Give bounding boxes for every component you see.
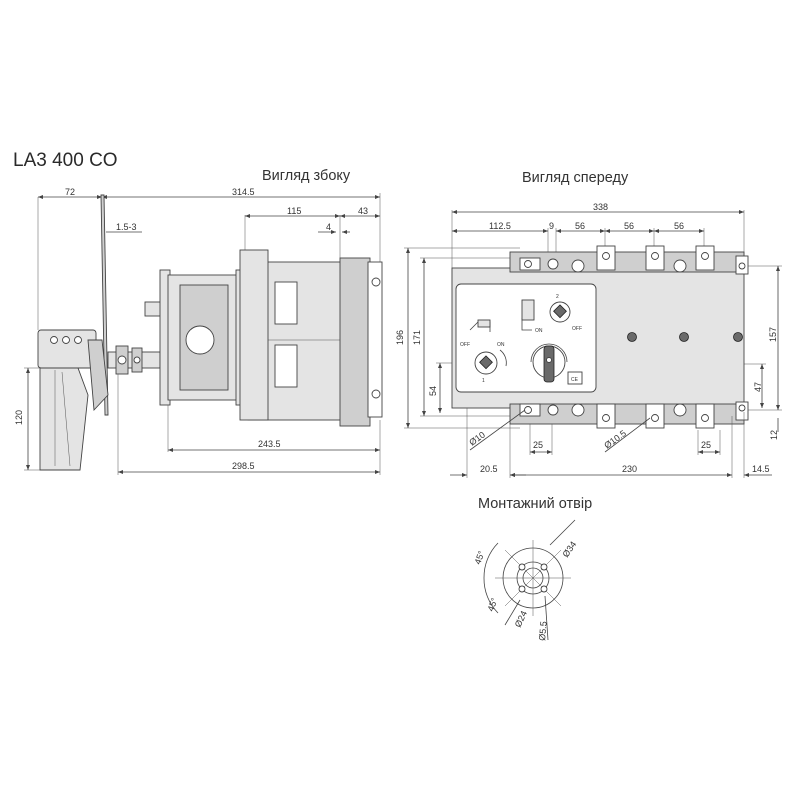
dim-9: 9: [549, 221, 554, 231]
dim-171: 171: [412, 330, 422, 345]
mark-position-1: 1: [482, 378, 485, 384]
dim-43: 43: [358, 206, 368, 216]
dim-14-5: 14.5: [752, 464, 770, 474]
dim-25-a: 25: [533, 440, 543, 450]
dim-314-5: 314.5: [232, 187, 255, 197]
front-view: 338 112.5 9 56 56 56 196 171 54 157 4: [395, 202, 782, 478]
dim-phi-24: Ø24: [513, 609, 529, 629]
dim-47: 47: [753, 382, 763, 392]
dim-115: 115: [287, 206, 301, 216]
dim-phi-5-5: Ø5.5: [537, 621, 549, 641]
dim-230: 230: [622, 464, 637, 474]
dim-120: 120: [14, 410, 24, 425]
dim-phi-10-5: Ø10.5: [602, 428, 628, 451]
front-view-label: Вигляд спереду: [522, 170, 629, 186]
dim-157: 157: [768, 327, 778, 342]
side-view-label: Вигляд збоку: [262, 168, 351, 184]
mounting-hole-view: 45° 45° Ø34 Ø24 Ø5.5: [472, 519, 578, 641]
dim-4: 4: [326, 222, 331, 232]
dim-20-5: 20.5: [480, 464, 498, 474]
dim-243-5: 243.5: [258, 439, 281, 449]
dim-12: 12: [769, 430, 779, 440]
dim-54: 54: [428, 386, 438, 396]
dim-phi-34: Ø34: [560, 539, 578, 559]
dim-196: 196: [395, 330, 405, 345]
side-view: 72 314.5 115 43 4 1.5-3 120: [14, 187, 383, 475]
dim-25-b: 25: [701, 440, 711, 450]
ce-mark: CE: [571, 377, 579, 383]
dim-1-5-3: 1.5-3: [116, 222, 137, 232]
dim-112-5: 112.5: [489, 221, 511, 231]
dim-72: 72: [65, 187, 75, 197]
mark-position-2: 2: [556, 294, 559, 300]
dim-56-c: 56: [674, 221, 684, 231]
dim-56-b: 56: [624, 221, 634, 231]
mark-on-left: ON: [497, 342, 505, 348]
dim-298-5: 298.5: [232, 461, 255, 471]
angle-45-a: 45°: [472, 549, 486, 566]
mark-off-left: OFF: [460, 342, 470, 348]
drawing-title: LA3 400 CO: [13, 150, 118, 171]
mounting-hole-label: Монтажний отвір: [478, 496, 593, 512]
angle-45-b: 45°: [485, 596, 499, 613]
dim-338: 338: [593, 202, 608, 212]
mark-off-right: OFF: [572, 326, 582, 332]
dim-56-a: 56: [575, 221, 585, 231]
mark-on-mid: ON: [535, 328, 543, 334]
